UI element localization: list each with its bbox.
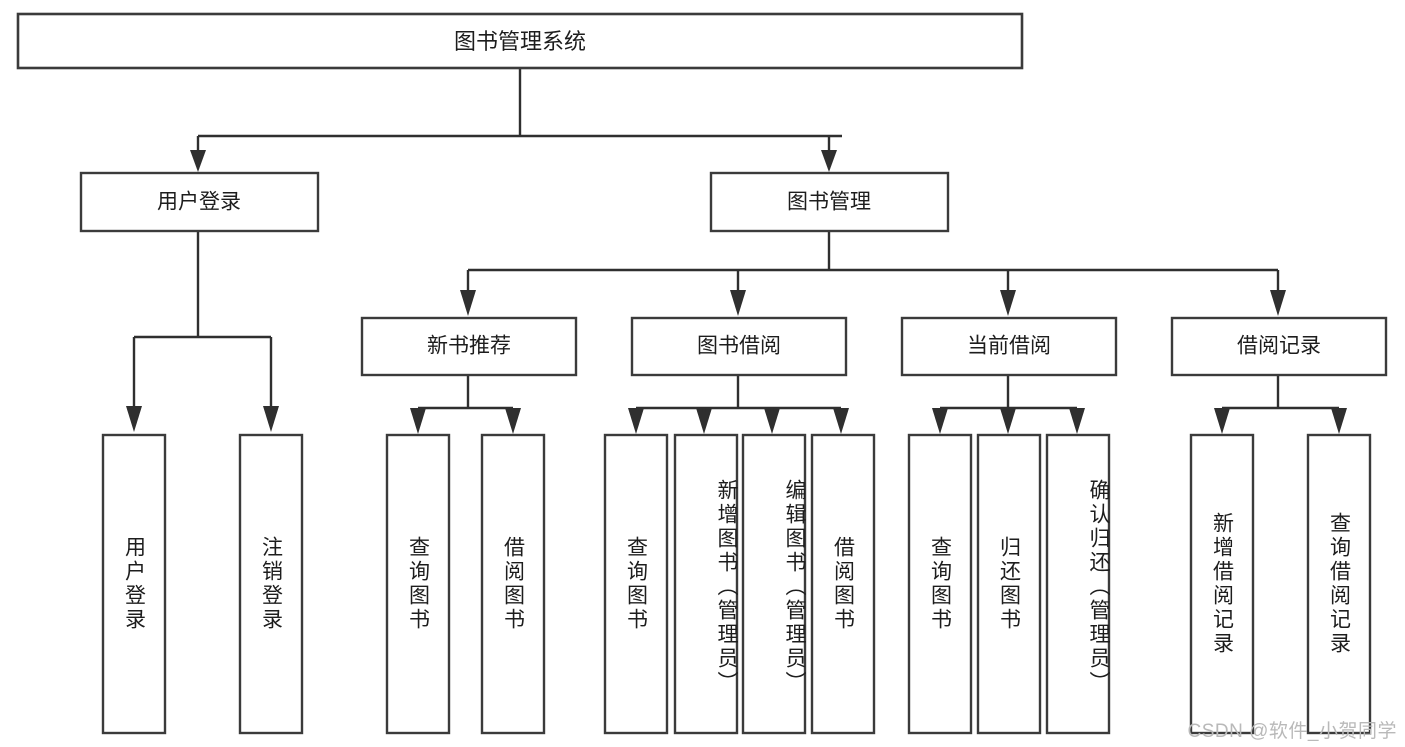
arrow-head-root-to-book-manage (821, 150, 837, 172)
node-root-box[interactable] (16, 12, 1024, 70)
arrow-head-root-to-user-login (190, 150, 206, 172)
node-user-login-box[interactable] (79, 171, 320, 233)
arrow-head-new-book-leaf-2 (505, 408, 521, 434)
node-root-library-system[interactable]: 图书管理系统 (16, 12, 1024, 70)
node-borrow-record-box[interactable] (1170, 316, 1388, 377)
arrow-head-borrow-record-leaf-1 (1214, 408, 1230, 434)
leaf-box-book-borrow-4[interactable] (810, 433, 876, 735)
arrow-head-new-book-leaf-1 (410, 408, 426, 434)
node-book-borrow-box[interactable] (630, 316, 848, 377)
arrow-head-current-borrow-leaf-1 (932, 408, 948, 434)
node-book-borrow-label: 图书借阅 (697, 335, 781, 358)
node-new-book-recommend[interactable]: 新书推荐 (360, 316, 578, 377)
arrow-head-current-borrow-leaf-3 (1069, 408, 1085, 434)
arrow-head-book-borrow-leaf-4 (833, 408, 849, 434)
node-user-login-label: 用户登录 (157, 191, 241, 214)
leaf-box-new-book-1[interactable] (385, 433, 451, 735)
connector-group-book-borrow (628, 375, 849, 434)
arrow-head-user-login-leaf-2 (263, 406, 279, 432)
connector-group-new-book-recommend (410, 375, 521, 434)
node-user-login[interactable]: 用户登录 (79, 171, 320, 233)
node-current-borrow-label: 当前借阅 (967, 335, 1051, 358)
connector-group-book-manage (460, 231, 1286, 316)
arrow-head-book-borrow-leaf-3 (764, 408, 780, 434)
arrow-head-to-new-book-recommend (460, 290, 476, 316)
node-current-borrow[interactable]: 当前借阅 (900, 316, 1118, 377)
connector-group-current-borrow (932, 375, 1085, 434)
node-book-manage-box[interactable] (709, 171, 950, 233)
leaf-box-book-borrow-1[interactable] (603, 433, 669, 735)
node-book-borrow[interactable]: 图书借阅 (630, 316, 848, 377)
node-borrow-record[interactable]: 借阅记录 (1170, 316, 1388, 377)
node-book-manage[interactable]: 图书管理 (709, 171, 950, 233)
leaf-box-current-borrow-1[interactable] (907, 433, 973, 735)
node-current-borrow-box[interactable] (900, 316, 1118, 377)
leaf-box-book-borrow-3[interactable] (741, 433, 807, 735)
node-new-book-recommend-box[interactable] (360, 316, 578, 377)
leaf-box-user-login-2[interactable] (238, 433, 304, 735)
node-new-book-recommend-label: 新书推荐 (427, 335, 511, 358)
arrow-head-book-borrow-leaf-1 (628, 408, 644, 434)
leaf-box-current-borrow-3[interactable] (1045, 433, 1111, 735)
connector-group-root (190, 68, 842, 172)
leaf-box-book-borrow-2[interactable] (673, 433, 739, 735)
node-borrow-record-label: 借阅记录 (1237, 335, 1321, 358)
arrow-head-to-borrow-record (1270, 290, 1286, 316)
leaf-box-current-borrow-2[interactable] (976, 433, 1042, 735)
leaf-box-user-login-1[interactable] (101, 433, 167, 735)
node-book-manage-label: 图书管理 (787, 191, 871, 214)
arrow-head-borrow-record-leaf-2 (1331, 408, 1347, 434)
leaf-box-new-book-2[interactable] (480, 433, 546, 735)
node-root-label: 图书管理系统 (454, 29, 586, 54)
arrow-head-book-borrow-leaf-2 (696, 408, 712, 434)
csdn-watermark: CSDN @软件_小贺同学 (1187, 721, 1397, 742)
arrow-head-current-borrow-leaf-2 (1000, 408, 1016, 434)
arrow-head-to-book-borrow (730, 290, 746, 316)
arrow-head-to-current-borrow (1000, 290, 1016, 316)
leaf-box-borrow-record-2[interactable] (1306, 433, 1372, 735)
arrow-head-user-login-leaf-1 (126, 406, 142, 432)
connector-group-user-login (126, 231, 279, 432)
connector-group-borrow-record (1214, 375, 1347, 434)
leaf-box-borrow-record-1[interactable] (1189, 433, 1255, 735)
